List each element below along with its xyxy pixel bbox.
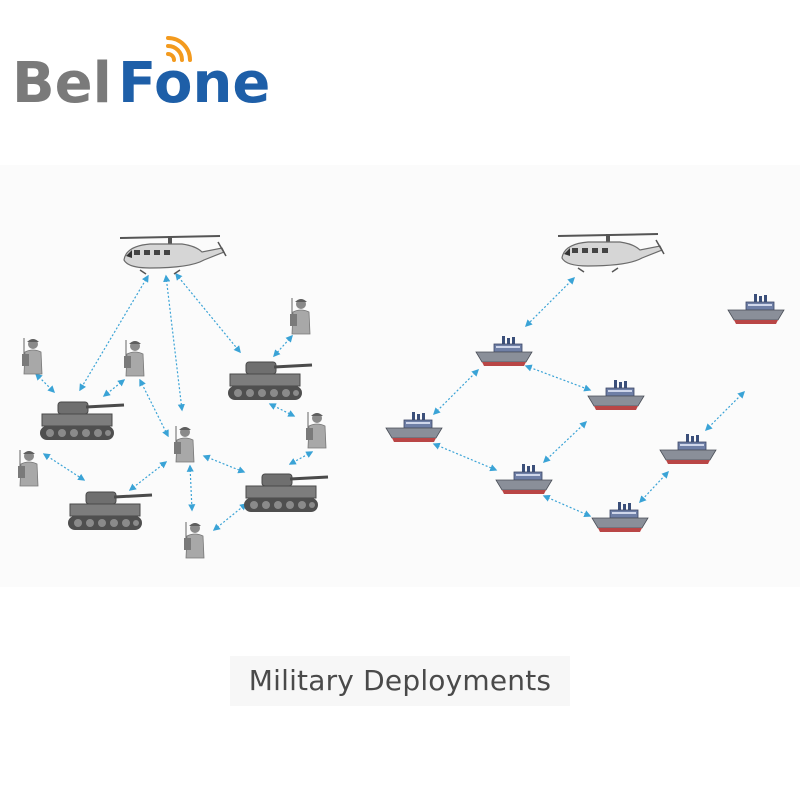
link xyxy=(42,453,86,481)
caption-box: Military Deployments xyxy=(230,656,570,706)
land-links xyxy=(34,272,314,531)
ship-icon xyxy=(591,501,649,533)
ship-icon xyxy=(587,379,645,411)
link xyxy=(542,421,588,463)
belfone-logo: Bel Fone xyxy=(12,36,270,112)
link xyxy=(34,372,56,394)
link xyxy=(212,503,248,531)
link xyxy=(542,494,592,518)
link xyxy=(524,364,592,392)
link xyxy=(432,442,498,472)
logo-text-bel: Bel xyxy=(12,51,112,112)
helicopter-icon xyxy=(119,235,227,275)
link xyxy=(139,378,169,438)
link xyxy=(163,274,185,412)
link xyxy=(432,368,480,416)
link xyxy=(268,403,296,417)
ship-icon xyxy=(727,293,785,325)
link xyxy=(186,464,196,512)
ship-icon xyxy=(385,411,443,443)
logo-text-fone: Fone xyxy=(118,51,270,112)
signal-waves-icon xyxy=(166,36,192,62)
ship-icon xyxy=(495,463,553,495)
tank-icon xyxy=(242,472,330,514)
tank-icon xyxy=(38,400,126,442)
soldier-icon xyxy=(183,521,205,559)
ship-icon xyxy=(475,335,533,367)
link xyxy=(288,451,314,465)
caption-text: Military Deployments xyxy=(248,664,552,697)
soldier-icon xyxy=(289,297,311,335)
tank-icon xyxy=(226,360,314,402)
link xyxy=(175,272,241,354)
link xyxy=(704,390,746,432)
link xyxy=(639,470,669,504)
soldier-icon xyxy=(173,425,195,463)
soldier-icon xyxy=(305,411,327,449)
helicopter-icon xyxy=(557,233,665,273)
sea-links xyxy=(432,276,746,518)
link xyxy=(273,334,293,358)
ship-icon xyxy=(659,433,717,465)
link xyxy=(202,454,246,474)
soldier-icon xyxy=(21,337,43,375)
soldier-icon xyxy=(123,339,145,377)
soldier-icon xyxy=(17,449,39,487)
link xyxy=(128,461,168,491)
link xyxy=(524,276,576,328)
link xyxy=(102,379,126,397)
tank-icon xyxy=(66,490,154,532)
